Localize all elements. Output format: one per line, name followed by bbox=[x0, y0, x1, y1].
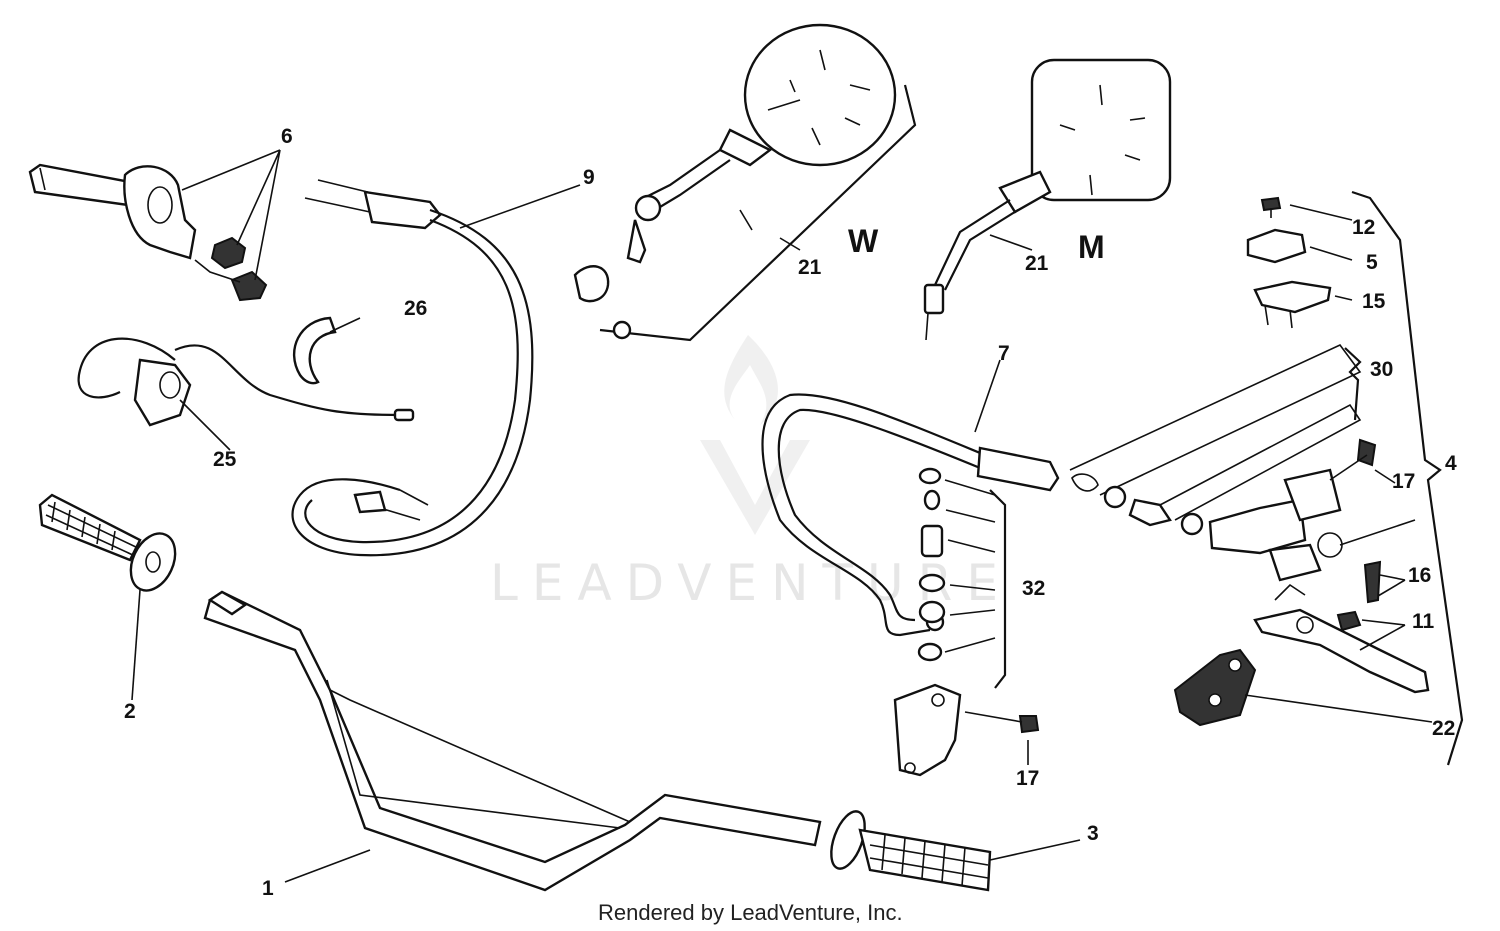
mirror-m-part bbox=[923, 58, 1172, 341]
variant-m-label: M bbox=[1078, 229, 1105, 265]
wire-clip-part bbox=[292, 316, 337, 385]
callout-6: 6 bbox=[281, 125, 293, 148]
kill-switch-part bbox=[77, 337, 415, 427]
callout-21-w: 21 bbox=[798, 256, 822, 279]
lever-bracket-part bbox=[1173, 648, 1257, 727]
watermark-logo bbox=[700, 335, 810, 535]
callout-1: 1 bbox=[262, 877, 274, 900]
callout-16: 16 bbox=[1408, 564, 1431, 587]
perch-bracket-part bbox=[893, 683, 1040, 777]
leader-lines bbox=[131, 149, 1433, 883]
callout-7: 7 bbox=[998, 342, 1010, 365]
callout-4: 4 bbox=[1445, 452, 1457, 475]
right-grip-part bbox=[830, 810, 992, 892]
footer-credit: Rendered by LeadVenture, Inc. bbox=[598, 900, 903, 925]
left-grip-part bbox=[38, 493, 177, 592]
callout-5: 5 bbox=[1366, 251, 1378, 274]
callout-21-m: 21 bbox=[1025, 252, 1049, 275]
handlebar-part bbox=[203, 590, 822, 892]
clutch-lever-part bbox=[1253, 560, 1430, 694]
callout-25: 25 bbox=[213, 448, 237, 471]
watermark-text: LEADVENTURE bbox=[490, 554, 1012, 612]
callout-2: 2 bbox=[124, 700, 136, 723]
group-4-bracket bbox=[1351, 190, 1464, 766]
callout-12: 12 bbox=[1352, 216, 1375, 239]
master-cylinder-part bbox=[1069, 344, 1377, 582]
callout-17-lower: 17 bbox=[1016, 767, 1039, 790]
callout-32: 32 bbox=[1022, 577, 1045, 600]
mirror-w-part bbox=[573, 23, 917, 342]
callout-17-upper: 17 bbox=[1392, 470, 1415, 493]
throttle-cable-part bbox=[291, 179, 534, 557]
callout-22: 22 bbox=[1432, 717, 1455, 740]
callout-11: 11 bbox=[1412, 610, 1435, 633]
adjuster-hardware-part bbox=[917, 467, 1007, 689]
callout-26: 26 bbox=[404, 297, 427, 320]
callout-9: 9 bbox=[583, 166, 595, 189]
throttle-housing-part bbox=[28, 163, 268, 302]
callout-15: 15 bbox=[1362, 290, 1386, 313]
callout-3: 3 bbox=[1087, 822, 1099, 845]
reservoir-cap-part bbox=[1246, 196, 1332, 329]
callout-30: 30 bbox=[1370, 358, 1393, 381]
variant-w-label: W bbox=[848, 223, 879, 259]
